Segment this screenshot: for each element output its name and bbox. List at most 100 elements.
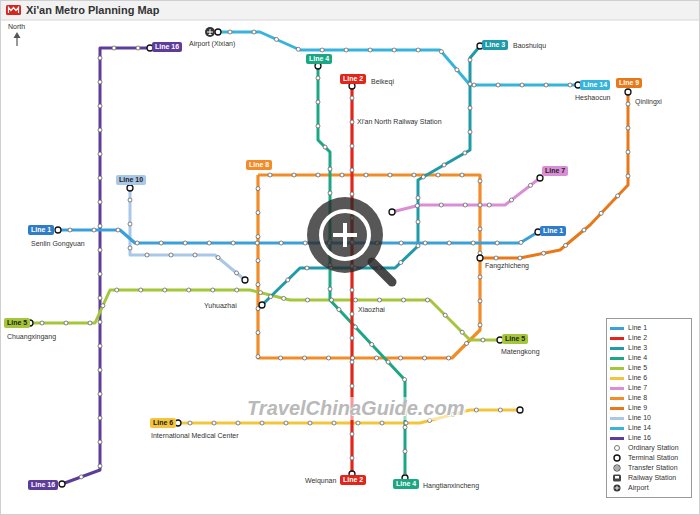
station-dot [465,341,469,345]
legend-swatch [610,387,624,390]
station-dot [386,360,390,364]
station-dot [423,241,427,245]
legend-text: Line 16 [628,434,651,442]
station-dot [350,456,354,460]
legend-text: Line 14 [628,424,651,432]
station-dot [494,256,498,260]
legend-row: Line 1 [610,323,688,333]
station-dot [463,151,467,155]
station-dot [328,287,332,291]
metro-line [262,46,480,305]
station-dot [447,356,451,360]
station-dot [350,96,354,100]
legend-text: Airport [628,484,649,492]
line-name: Line 16 [155,43,179,51]
line-badge: Line 2 [340,475,366,485]
line-name: Line 6 [153,419,173,427]
station-dot [193,253,197,257]
station-dot [599,211,603,215]
station-dot [303,241,307,245]
station-dot [403,425,407,429]
station-name: Weiqunan [304,477,337,485]
station-name: Fangzhicheng [484,262,530,270]
station-dot [478,227,482,231]
station-dot [308,421,312,425]
airport-icon [205,27,215,37]
line-name: Line 7 [545,167,565,175]
station-dot [544,83,548,87]
station-dot [370,343,374,347]
station-dot [112,46,116,50]
legend-box: Line 1Line 2Line 3Line 4Line 5Line 6Line… [606,318,692,498]
legend-text: Line 3 [628,344,647,352]
terminal-dot [215,29,221,35]
legend-row: Terminal Station [610,453,688,463]
line-badge: Line 14 [580,80,610,90]
line-name: Line 3 [485,41,505,49]
station-dot [350,360,354,364]
legend-text: Line 6 [628,374,647,382]
station-name: Baoshuiqu [512,42,547,50]
station-dot [159,241,163,245]
legend-text: Line 5 [628,364,647,372]
station-dot [460,330,464,334]
station-dot [402,298,406,302]
station-dot [68,228,72,232]
station-dot [626,150,630,154]
legend-swatch [610,357,624,360]
terminal-dot [517,407,523,413]
station-dot [98,368,102,372]
station-dot [98,176,102,180]
zoom-icon [307,197,392,282]
station-dot [403,449,407,453]
railway-symbol [610,474,624,482]
station-dot [478,179,482,183]
station-dot [145,253,149,257]
station-dot [399,356,403,360]
station-dot [426,298,430,302]
line-name: Line 5 [7,319,27,327]
station-dot [542,251,546,255]
station-name: Airport (Xixian) [188,40,236,48]
station-dot [64,321,68,325]
station-dot [252,30,256,34]
legend-swatch [610,427,624,430]
station-dot [328,167,332,171]
line-name: Line 5 [505,335,525,343]
station-dot [98,320,102,324]
station-dot [320,48,324,52]
station-dot [472,83,476,87]
legend-swatch [610,337,624,340]
station-dot [98,440,102,444]
station-name: Chuangxingang [6,333,57,341]
line-name: Line 1 [31,226,51,234]
station-dot [626,174,630,178]
line-name: Line 8 [249,161,269,169]
station-dot [460,173,464,177]
station-dot [282,296,286,300]
station-dot [392,48,396,52]
station-name: Matengkong [500,348,541,356]
station-dot [207,241,211,245]
station-dot [92,228,96,232]
legend-row: Line 6 [610,373,688,383]
station-dot [316,100,320,104]
station-dot [412,173,416,177]
legend-row: Line 2 [610,333,688,343]
terminal-dot [127,185,133,191]
station-dot [136,46,140,50]
station-dot [306,298,310,302]
legend-row: Line 10 [610,413,688,423]
terminal-dot [389,209,395,215]
station-dot [509,198,513,202]
line-badge: Line 7 [542,166,568,176]
legend-row: Railway Station [610,473,688,483]
legend-text: Terminal Station [628,454,678,462]
station-dot [328,191,332,195]
station-dot [98,248,102,252]
station-dot [442,163,446,167]
